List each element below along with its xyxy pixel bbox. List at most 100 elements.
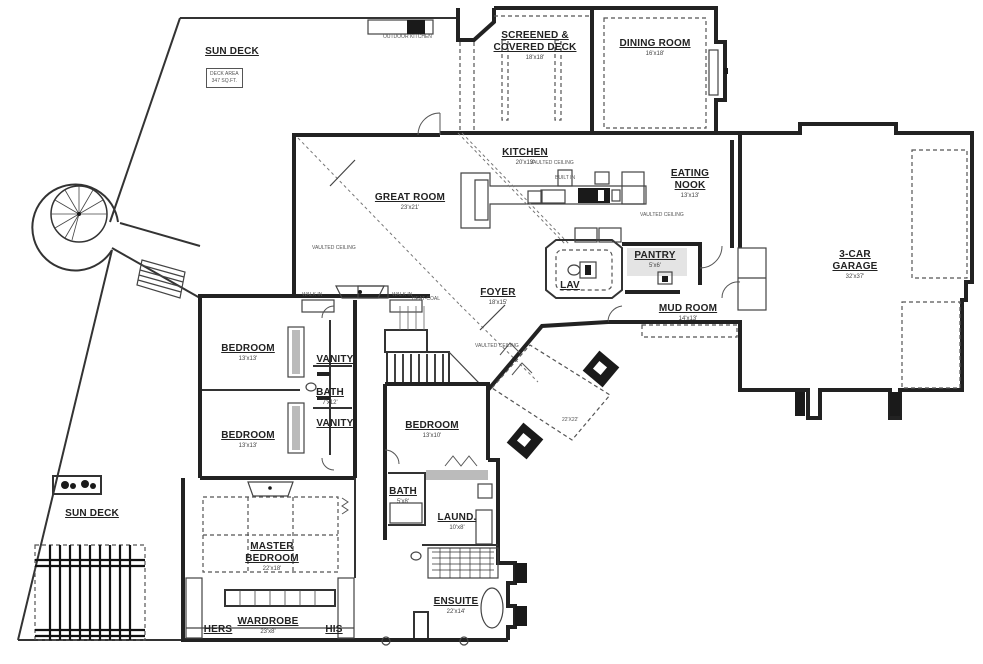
garage-walls: [738, 122, 974, 420]
room-dimensions: 18'x18': [525, 55, 545, 61]
room-name-line2: BEDROOM: [245, 553, 299, 564]
plan-note: WALK IN: [392, 292, 413, 298]
room-name: SUN DECK: [65, 508, 119, 519]
room-name: BEDROOM: [221, 343, 275, 354]
main-staircase: [384, 306, 481, 385]
bath-laundry-walls: [388, 458, 500, 548]
spiral-staircase-icon: [31, 183, 119, 272]
room-label-hers: HERS: [204, 624, 233, 636]
room-dimensions: 5'x6': [649, 263, 661, 269]
room-label-bath-1: BATH 7'x12': [316, 387, 344, 407]
screened-deck-walls: [440, 6, 594, 135]
room-label-bedroom-1: BEDROOM 13'x13': [221, 343, 275, 363]
mud-room-walls: [607, 247, 767, 340]
deck-area-label: DECK AREA: [210, 71, 239, 77]
plan-note: VAULTED CEILING: [530, 160, 574, 166]
room-dimensions: 13'x10': [422, 433, 442, 439]
room-label-sun-deck-bottom: SUN DECK: [65, 508, 119, 520]
deck-area-value: 347 SQ.FT.: [211, 78, 237, 84]
plan-note: 22'X22': [562, 417, 579, 423]
master-bedroom-walls: [181, 478, 356, 642]
room-dimensions: 13'x13': [238, 443, 258, 449]
room-name: VANITY: [316, 418, 354, 429]
room-name-line2: COVERED DECK: [493, 42, 577, 53]
room-dimensions: 13'x13': [680, 193, 700, 199]
room-name: BATH: [316, 387, 344, 398]
room-name: MUD ROOM: [658, 303, 718, 314]
plan-note: OUTDOOR KITCHEN: [383, 34, 432, 40]
room-label-lav: LAV: [560, 280, 580, 292]
room-label-great-room: GREAT ROOM 23'x21': [375, 192, 445, 212]
lav-pantry-block: [545, 227, 723, 299]
plan-note: WALK IN: [302, 292, 323, 298]
pergola: [34, 544, 146, 641]
room-dimensions: 14'x13': [678, 316, 698, 322]
entry-porch: [486, 320, 620, 460]
room-label-vanity-1: VANITY: [316, 354, 353, 366]
room-name: HIS: [325, 624, 343, 635]
deck-steps-icon: [136, 259, 186, 299]
kitchen-island: [460, 169, 647, 229]
room-name: ENSUITE: [433, 596, 479, 607]
room-label-mud-room: MUD ROOM 14'x13': [659, 303, 717, 323]
room-name: VANITY: [316, 354, 354, 365]
room-name: DINING ROOM: [619, 38, 691, 49]
room-label-bedroom-3: BEDROOM 13'x10': [405, 420, 459, 440]
room-dimensions: 22'x14': [446, 609, 466, 615]
room-name: SCREENED &: [501, 30, 569, 41]
room-name: LAUND.: [437, 512, 477, 523]
room-label-sun-deck-top: SUN DECK: [205, 46, 259, 58]
plan-note: BUILT IN: [555, 175, 576, 181]
room-name: LAV: [560, 280, 580, 291]
plan-note: VAULTED CEILING: [312, 245, 356, 251]
room-name-line2: NOOK: [674, 180, 706, 191]
outdoor-kitchen-counter: [367, 19, 434, 35]
main-walls: [292, 112, 742, 296]
room-name: BEDROOM: [221, 430, 275, 441]
room-label-laundry: LAUND. 10'x8': [438, 512, 477, 532]
room-name: MASTER: [250, 541, 294, 552]
ensuite-walls: [355, 547, 527, 646]
room-name: HERS: [203, 624, 233, 635]
room-name: 3-CAR: [839, 249, 871, 260]
room-label-dining-room: DINING ROOM 16'x18': [619, 38, 690, 58]
room-label-foyer: FOYER 18'x15': [480, 287, 515, 307]
plan-note: HEAT-COAL: [412, 296, 440, 302]
room-name: GREAT ROOM: [374, 192, 446, 203]
room-dimensions: 5'x8': [397, 499, 409, 505]
deck-area-box: DECK AREA 347 SQ.FT.: [206, 68, 243, 88]
room-dimensions: 23'x21': [400, 205, 420, 211]
room-dimensions: 18'x15': [488, 300, 508, 306]
bedroom-wing-walls: [198, 285, 430, 480]
room-dimensions: 32'x37': [845, 274, 865, 280]
bedroom-3-walls: [383, 382, 490, 540]
room-dimensions: 16'x18': [645, 51, 665, 57]
room-label-ensuite: ENSUITE 22'x14': [434, 596, 479, 616]
room-dimensions: 7'x12': [322, 400, 338, 406]
room-name: EATING: [670, 168, 710, 179]
room-name: BEDROOM: [405, 420, 459, 431]
room-dimensions: 10'x8': [449, 525, 465, 531]
plan-note: VAULTED CEILING: [475, 343, 519, 349]
planter-icon: [52, 475, 102, 495]
room-dimensions: 20'x13': [515, 160, 535, 166]
room-label-his: HIS: [325, 624, 342, 636]
room-name: BATH: [389, 486, 417, 497]
room-label-bath-2: BATH 5'x8': [389, 486, 417, 506]
room-label-screened-deck: SCREENED &COVERED DECK 18'x18': [494, 30, 577, 62]
room-name: SUN DECK: [205, 46, 259, 57]
room-name: FOYER: [480, 287, 516, 298]
room-label-bedroom-2: BEDROOM 13'x13': [221, 430, 275, 450]
room-dimensions: 13'x13': [238, 356, 258, 362]
dining-room-walls: [592, 6, 740, 135]
room-label-kitchen: KITCHEN 20'x13': [502, 147, 548, 167]
room-name: KITCHEN: [502, 147, 548, 158]
vaulted-ceiling-lines: [297, 132, 570, 383]
room-name-line2: GARAGE: [832, 261, 878, 272]
